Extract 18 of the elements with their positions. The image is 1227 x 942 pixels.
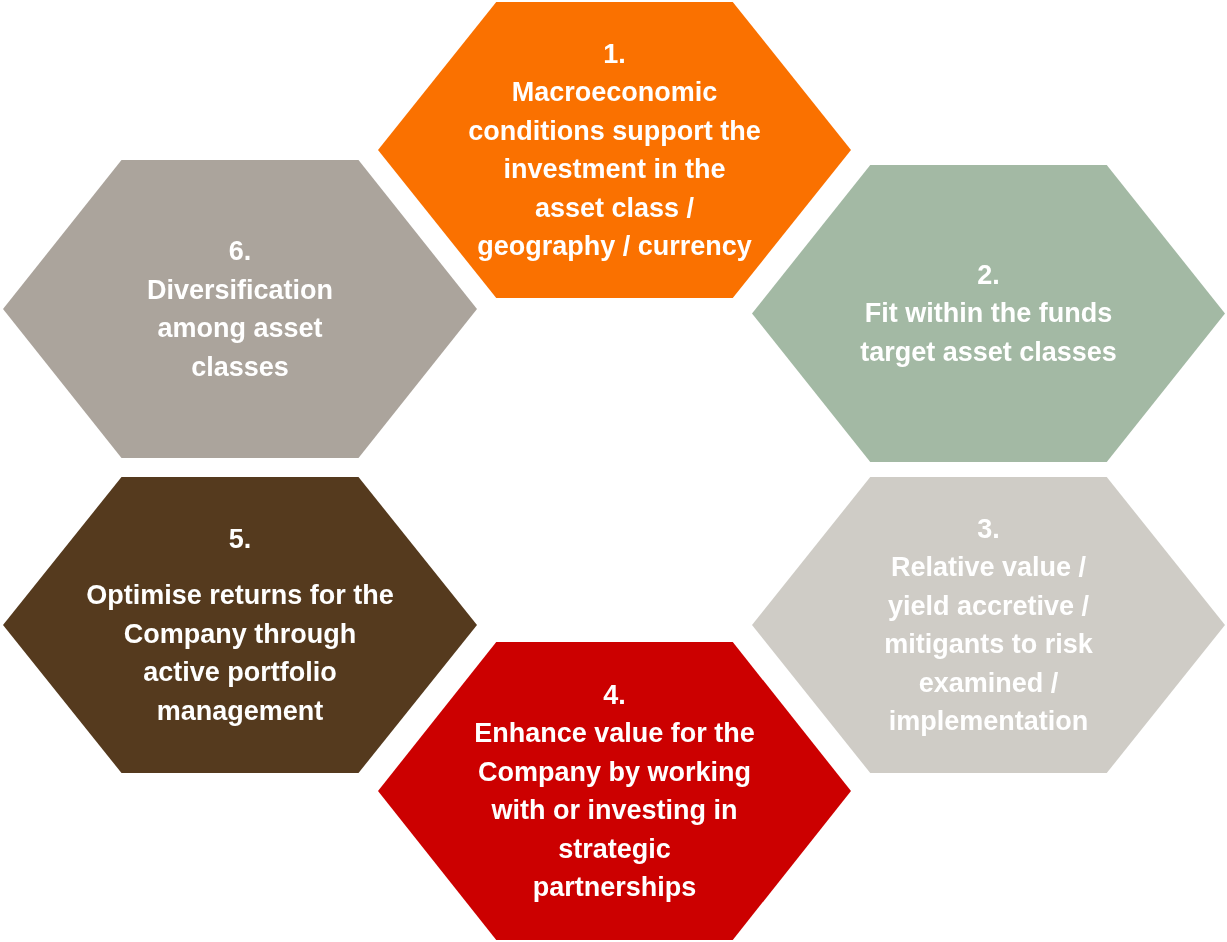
step-text: Macroeconomic conditions support the investment in the asset class / geography / currency bbox=[467, 76, 762, 263]
step-number: 6. bbox=[227, 235, 253, 268]
hexagon bbox=[3, 477, 477, 773]
hexagon bbox=[752, 165, 1225, 462]
hexagon bbox=[3, 160, 477, 458]
step-text: Relative value / yield accretive / mitigants to risk examined / implementation bbox=[883, 551, 1094, 738]
step-number: 3. bbox=[976, 512, 1001, 546]
step-text: Fit within the funds target asset classes bbox=[859, 297, 1118, 369]
step-number: 2. bbox=[976, 258, 1001, 292]
hexagon bbox=[378, 2, 851, 298]
hexagon bbox=[378, 642, 851, 940]
step-text: Enhance value for the Company by working with or investing in strategic partnerships bbox=[473, 717, 756, 904]
step-number: 4. bbox=[602, 678, 627, 712]
step-number: 5. bbox=[227, 522, 253, 556]
step-text: Diversification among asset classes bbox=[145, 273, 335, 384]
step-number: 1. bbox=[602, 37, 627, 71]
hexagon bbox=[752, 477, 1225, 773]
step-text: Optimise returns for the Company through active portfolio management bbox=[85, 579, 395, 728]
